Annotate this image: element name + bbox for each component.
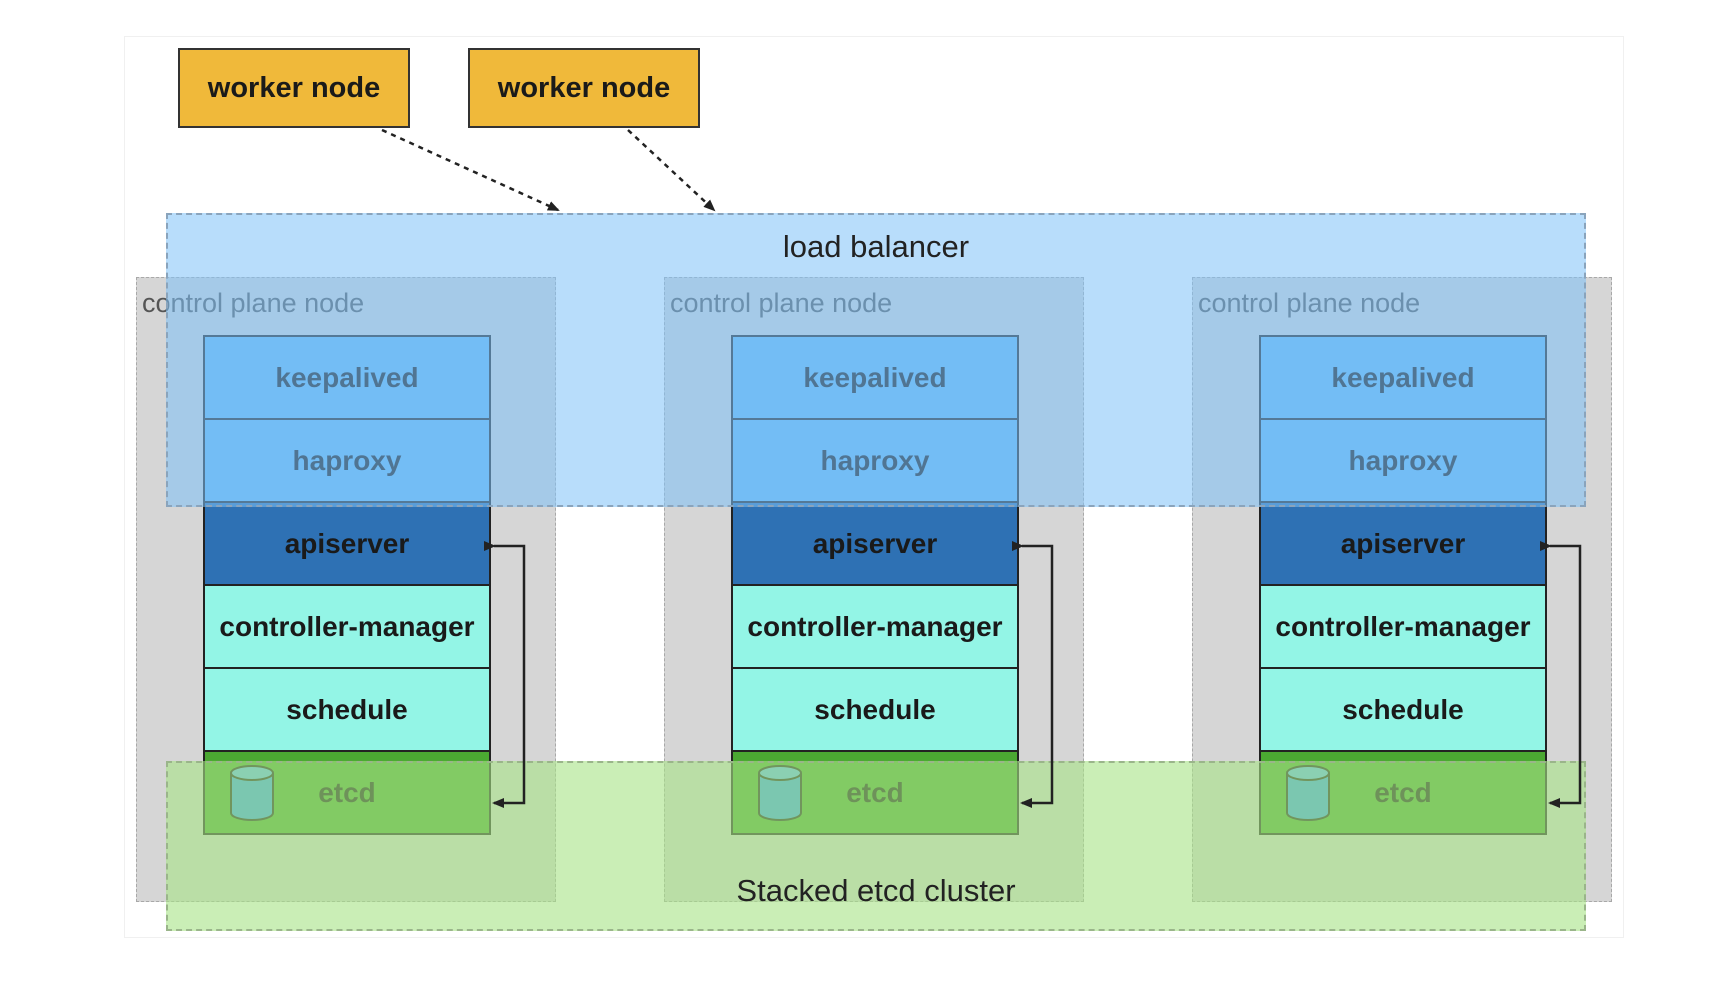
keepalived-layer: keepalived — [203, 335, 491, 420]
control-plane-node-1: control plane node keepalived haproxy ap… — [136, 277, 556, 902]
keepalived-layer: keepalived — [1259, 335, 1547, 420]
diagram-frame — [124, 36, 1624, 938]
schedule-layer: schedule — [203, 667, 491, 752]
database-icon — [758, 765, 802, 821]
control-plane-node-label: control plane node — [1198, 288, 1421, 318]
component-stack: keepalived haproxy apiserver controller-… — [1259, 335, 1547, 835]
etcd-layer: etcd — [203, 750, 491, 835]
apiserver-layer: apiserver — [731, 501, 1019, 586]
apiserver-layer: apiserver — [1259, 501, 1547, 586]
worker-node-label: worker node — [497, 71, 671, 104]
worker-node-2: worker node — [468, 48, 700, 128]
database-icon — [230, 765, 274, 821]
haproxy-layer: haproxy — [1259, 418, 1547, 503]
component-stack: keepalived haproxy apiserver controller-… — [203, 335, 491, 835]
control-plane-node-label: control plane node — [142, 288, 365, 318]
control-plane-node-label: control plane node — [670, 288, 893, 318]
control-plane-node-3: control plane node keepalived haproxy ap… — [1192, 277, 1612, 902]
worker-node-1: worker node — [178, 48, 410, 128]
haproxy-layer: haproxy — [203, 418, 491, 503]
component-stack: keepalived haproxy apiserver controller-… — [731, 335, 1019, 835]
etcd-layer: etcd — [1259, 750, 1547, 835]
controller-manager-layer: controller-manager — [1259, 584, 1547, 669]
controller-manager-layer: controller-manager — [731, 584, 1019, 669]
worker-node-label: worker node — [207, 71, 381, 104]
controller-manager-layer: controller-manager — [203, 584, 491, 669]
haproxy-layer: haproxy — [731, 418, 1019, 503]
etcd-layer: etcd — [731, 750, 1019, 835]
schedule-layer: schedule — [1259, 667, 1547, 752]
keepalived-layer: keepalived — [731, 335, 1019, 420]
database-icon — [1286, 765, 1330, 821]
control-plane-node-2: control plane node keepalived haproxy ap… — [664, 277, 1084, 902]
apiserver-layer: apiserver — [203, 501, 491, 586]
schedule-layer: schedule — [731, 667, 1019, 752]
